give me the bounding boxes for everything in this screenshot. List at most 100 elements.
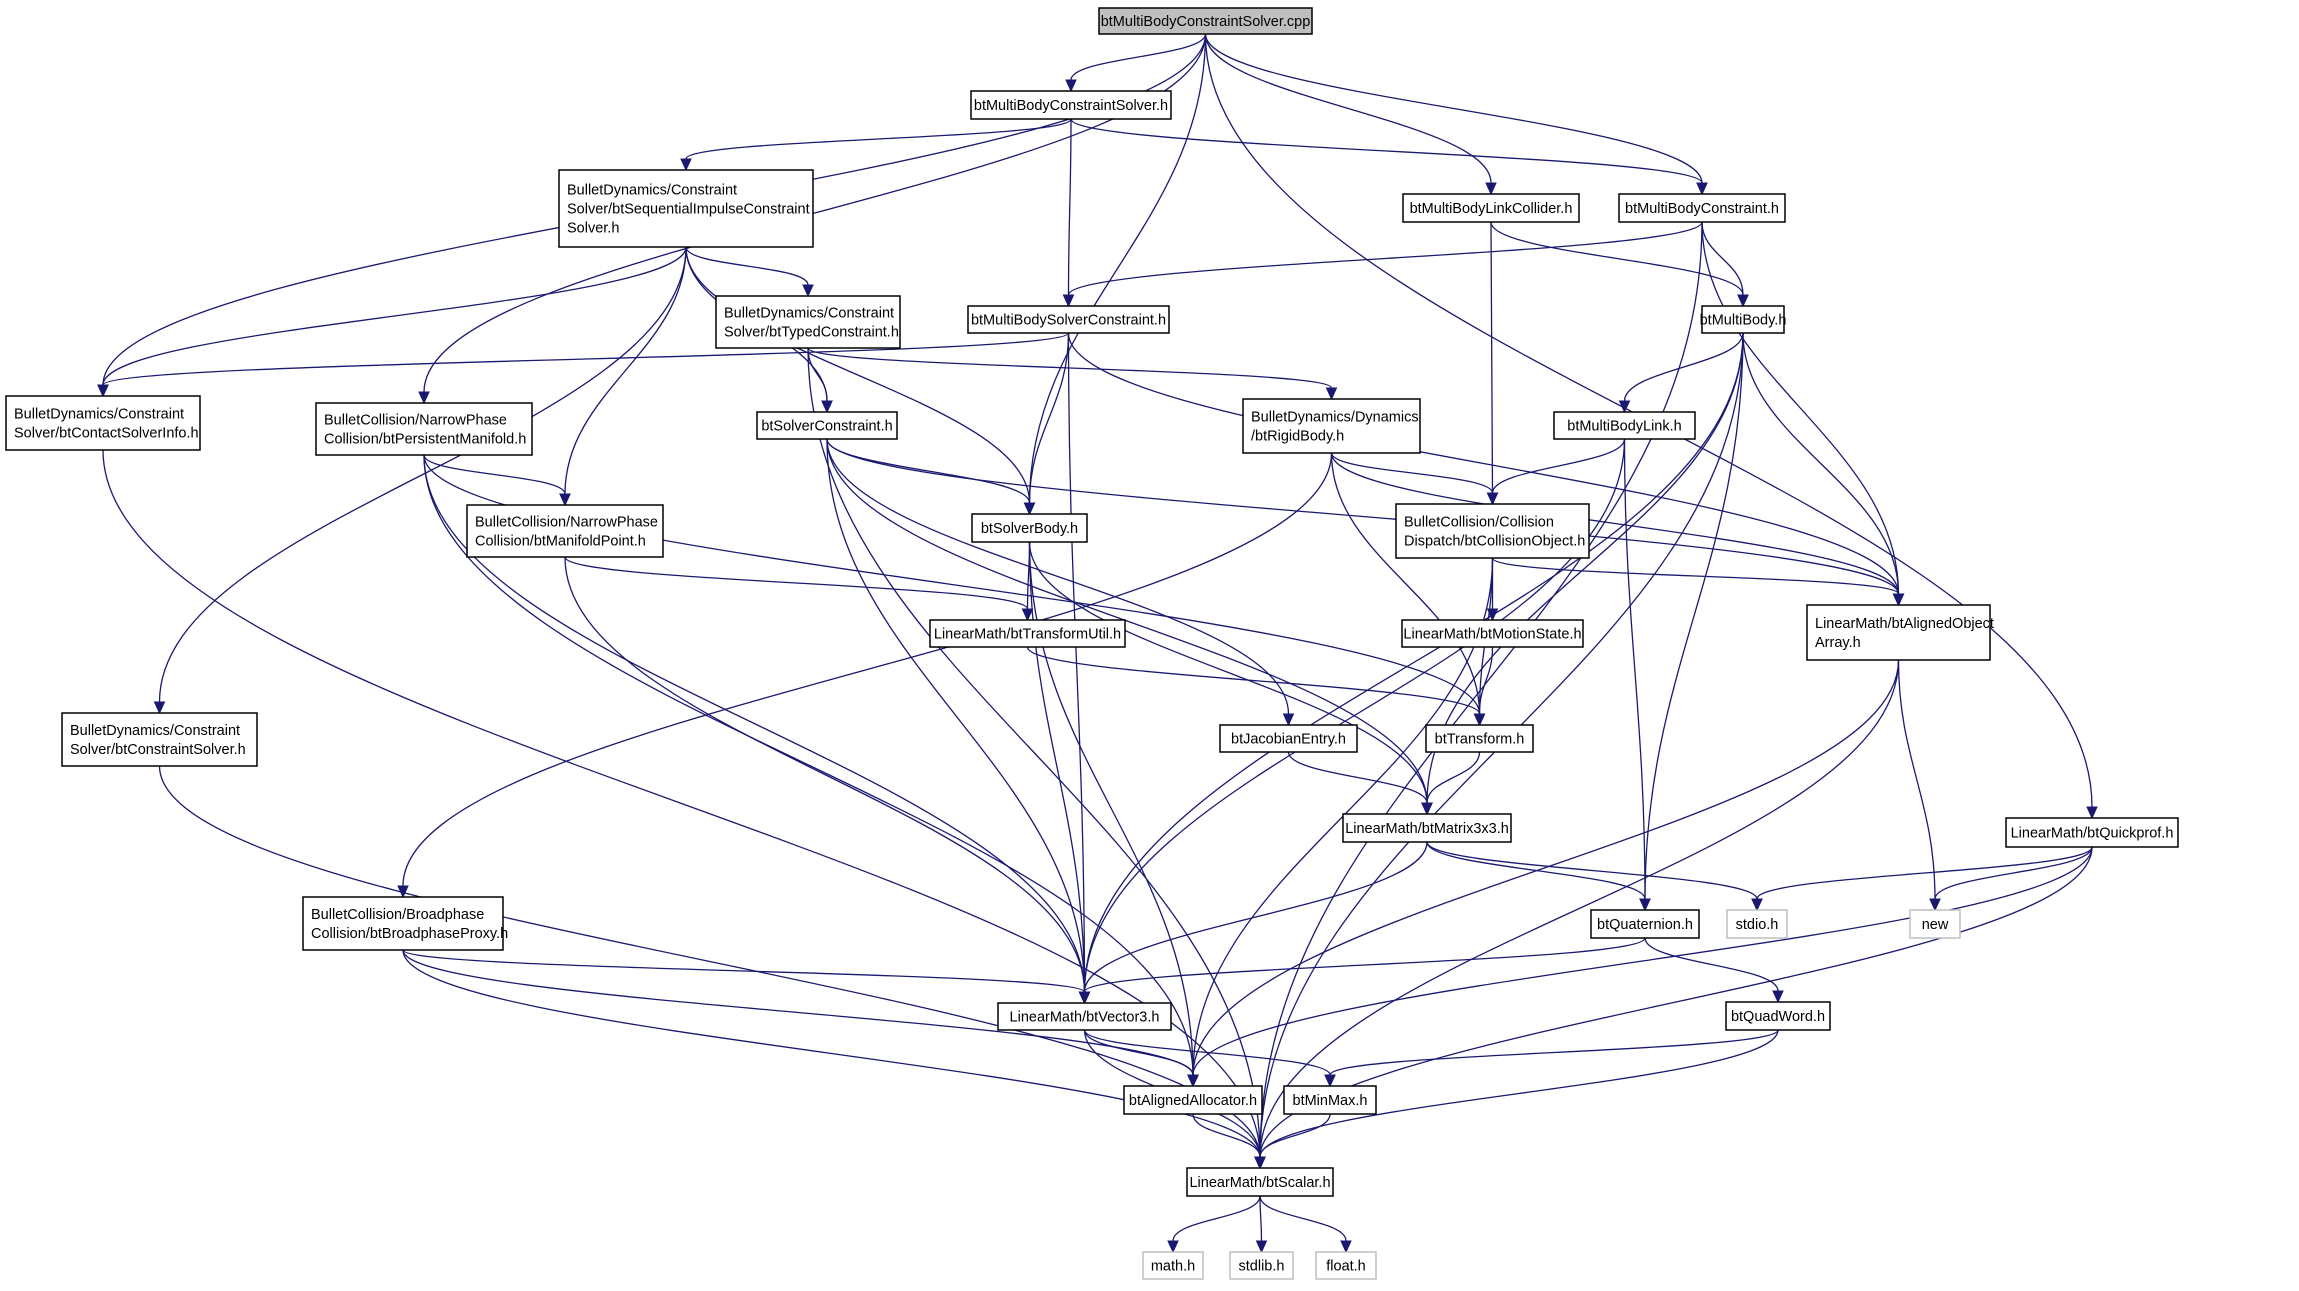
edge-line	[826, 438, 1031, 504]
node-label-line: LinearMath/btVector3.h	[1010, 1010, 1160, 1026]
node-aligned-allocator[interactable]: btAlignedAllocator.h	[1123, 1085, 1263, 1115]
node-quickprof[interactable]: LinearMath/btQuickprof.h	[2005, 817, 2179, 848]
edge-line	[1083, 937, 1646, 993]
node-contact-solver-info[interactable]: BulletDynamics/ConstraintSolver/btContac…	[5, 395, 201, 451]
node-scalar[interactable]: LinearMath/btScalar.h	[1186, 1167, 1334, 1197]
node-jacobian-entry[interactable]: btJacobianEntry.h	[1219, 724, 1358, 753]
node-manifold-point[interactable]: BulletCollision/NarrowPhaseCollision/btM…	[466, 504, 664, 558]
node-multibody-link[interactable]: btMultiBodyLink.h	[1553, 411, 1696, 440]
node-box	[1395, 503, 1590, 559]
edge-arrowhead	[1486, 608, 1499, 622]
edge-mb_solver_constraint-to-vector3	[1067, 332, 1091, 1005]
node-label-line: BulletCollision/NarrowPhase	[324, 413, 507, 429]
edge-link_collider-to-multibody	[1490, 221, 1749, 308]
edge-vector3-to-minmax	[1083, 1029, 1336, 1088]
edge-mb_constraint-to-aligned_object_array	[1701, 221, 1905, 607]
node-box	[756, 411, 898, 440]
node-box	[1806, 604, 1991, 661]
node-label-line: Solver/btConstraintSolver.h	[70, 742, 246, 758]
node-box	[1725, 1001, 1831, 1031]
edge-line	[1192, 1113, 1261, 1158]
node-transform-util[interactable]: LinearMath/btTransformUtil.h	[929, 619, 1126, 648]
edge-line	[826, 438, 1428, 804]
node-box	[1142, 1251, 1204, 1280]
node-label-line: btSolverBody.h	[981, 521, 1078, 537]
node-box	[715, 295, 901, 349]
node-label-line: btTransform.h	[1435, 732, 1525, 748]
node-persistent-manifold[interactable]: BulletCollision/NarrowPhaseCollision/btP…	[315, 402, 533, 456]
node-motion-state[interactable]: LinearMath/btMotionState.h	[1401, 619, 1584, 648]
edge-arrowhead	[1254, 1156, 1266, 1170]
edge-multibody_link-to-quaternion	[1623, 438, 1651, 912]
node-matrix3x3[interactable]: LinearMath/btMatrix3x3.h	[1342, 813, 1512, 843]
node-vector3[interactable]: LinearMath/btVector3.h	[997, 1002, 1172, 1031]
edge-line	[1330, 452, 1900, 595]
edge-line	[423, 454, 1481, 715]
edge-seq_impulse-to-manifold_point	[559, 246, 687, 507]
node-box	[1186, 1167, 1334, 1197]
node-mb-solver-constraint[interactable]: btMultiBodySolverConstraint.h	[967, 305, 1170, 334]
edge-arrowhead	[1486, 492, 1499, 506]
edge-arrowhead	[1324, 1074, 1336, 1088]
edge-arrowhead	[1892, 593, 1905, 607]
node-box	[1402, 193, 1580, 223]
edge-line	[102, 332, 1070, 386]
node-typed-constraint[interactable]: BulletDynamics/ConstraintSolver/btTypedC…	[715, 295, 901, 349]
edge-matrix3x3-to-stdio	[1426, 841, 1763, 912]
node-new: new	[1909, 909, 1961, 939]
node-float: float.h	[1315, 1251, 1377, 1280]
node-solver-constraint[interactable]: btSolverConstraint.h	[756, 411, 898, 440]
edge-line	[1623, 438, 1646, 900]
edge-line	[685, 118, 1072, 160]
edge-line	[564, 556, 1029, 610]
node-collision-object[interactable]: BulletCollision/CollisionDispatch/btColl…	[1395, 503, 1590, 559]
edge-quadword-to-minmax	[1324, 1029, 1779, 1088]
edge-solver_constraint-to-jacobian_entry	[826, 438, 1295, 727]
edge-line	[1083, 332, 1744, 993]
node-solver-h[interactable]: btMultiBodyConstraintSolver.h	[970, 90, 1172, 120]
node-label-line: btQuaternion.h	[1597, 917, 1693, 933]
node-label-line: new	[1922, 917, 1949, 933]
edge-line	[1897, 659, 1936, 900]
edge-line	[1742, 332, 1900, 595]
edge-line	[1028, 541, 1428, 804]
node-minmax[interactable]: btMinMax.h	[1283, 1085, 1377, 1115]
node-rigid-body[interactable]: BulletDynamics/Dynamics/btRigidBody.h	[1242, 398, 1421, 454]
node-solver-body[interactable]: btSolverBody.h	[971, 513, 1088, 543]
edge-arrowhead	[1062, 294, 1075, 308]
node-box	[1425, 724, 1534, 753]
edge-line	[402, 452, 1333, 887]
edge-line	[1192, 846, 2093, 1076]
edge-seq_impulse-to-solver_body	[685, 246, 1036, 516]
edge-minmax-to-scalar	[1254, 1113, 1331, 1170]
edge-line	[685, 246, 809, 286]
edge-typed_constraint-to-rigid_body	[807, 347, 1338, 401]
node-box	[2005, 817, 2179, 848]
node-seq-impulse[interactable]: BulletDynamics/ConstraintSolver/btSequen…	[558, 169, 814, 248]
edge-solver_h-to-mb_solver_constraint	[1062, 118, 1075, 308]
edge-transform_util-to-transform	[1026, 646, 1486, 727]
edge-line	[1329, 1029, 1779, 1076]
edge-persistent_manifold-to-manifold_point	[423, 454, 571, 507]
node-transform[interactable]: btTransform.h	[1425, 724, 1534, 753]
node-quadword[interactable]: btQuadWord.h	[1725, 1001, 1831, 1031]
node-broadphase-proxy[interactable]: BulletCollision/BroadphaseCollision/btBr…	[302, 896, 508, 951]
edge-scalar-to-math	[1167, 1195, 1261, 1254]
edge-quickprof-to-new	[1929, 846, 2093, 912]
node-constraint-solver[interactable]: BulletDynamics/ConstraintSolver/btConstr…	[61, 712, 258, 767]
edge-line	[1070, 118, 1703, 184]
node-root[interactable]: btMultiBodyConstraintSolver.cpp	[1098, 7, 1313, 35]
edge-line	[1701, 221, 1744, 296]
edge-line	[1067, 221, 1703, 296]
node-multibody[interactable]: btMultiBody.h	[1700, 305, 1787, 334]
node-label-line: btMultiBodyLink.h	[1567, 419, 1681, 435]
edge-line	[1259, 221, 1703, 1158]
edge-line	[1491, 438, 1626, 494]
edge-arrowhead	[1696, 182, 1708, 196]
node-quaternion[interactable]: btQuaternion.h	[1590, 909, 1700, 939]
node-link-collider[interactable]: btMultiBodyLinkCollider.h	[1402, 193, 1580, 223]
node-mb-constraint[interactable]: btMultiBodyConstraint.h	[1618, 193, 1786, 223]
edge-arrowhead	[1737, 294, 1749, 308]
edge-matrix3x3-to-vector3	[1078, 841, 1428, 1005]
